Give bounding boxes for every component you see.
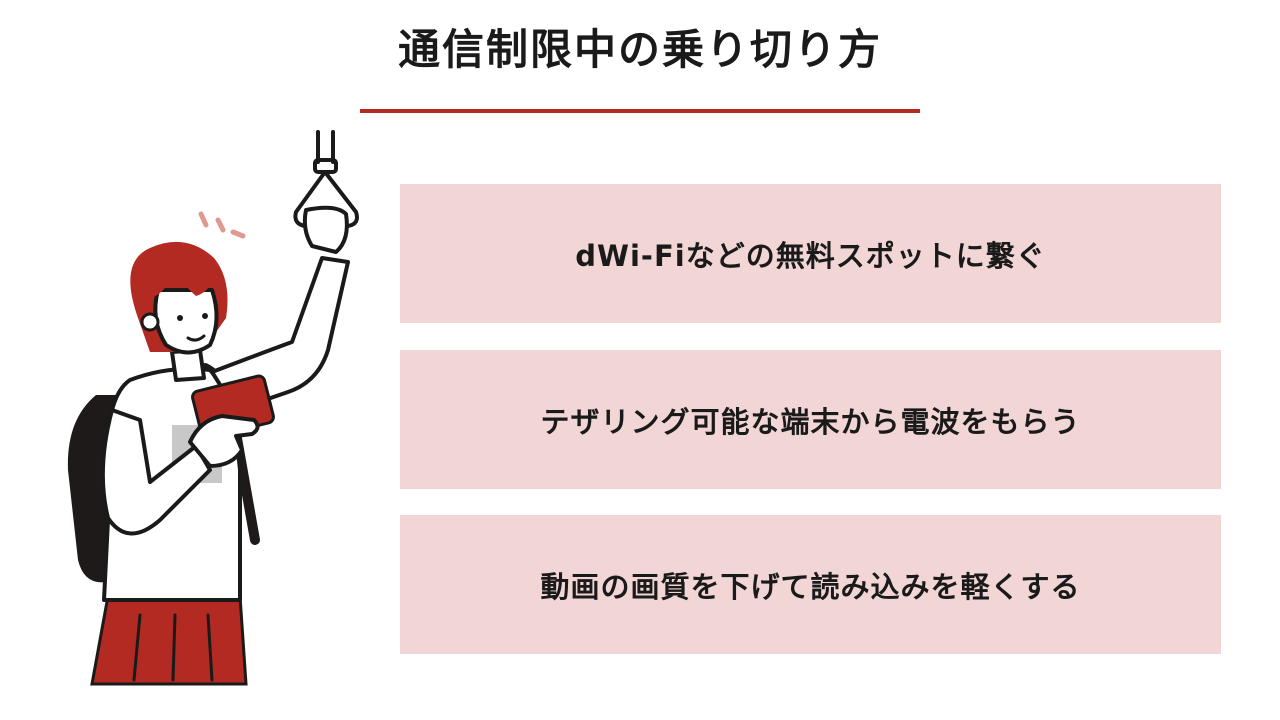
red-skirt [90, 594, 248, 686]
face [153, 288, 219, 355]
hand-on-strap [302, 205, 349, 254]
hand-holding-phone [188, 414, 260, 468]
page-title: 通信制限中の乗り切り方 [397, 25, 882, 74]
surprise-marks-icon [198, 211, 246, 239]
tip-card-tethering: テザリング可能な端末から電波をもらう [400, 350, 1221, 489]
tip-card-label: dWi-Fiなどの無料スポットに繋ぐ [575, 238, 1046, 273]
tip-card-free-wifi: dWi-Fiなどの無料スポットに繋ぐ [400, 184, 1221, 323]
tip-card-label: テザリング可能な端末から電波をもらう [540, 404, 1081, 439]
woman-on-train-illustration [67, 130, 359, 686]
eye-icon [177, 315, 183, 321]
raised-arm [210, 256, 350, 412]
eye-icon [202, 313, 208, 319]
tip-card-label: 動画の画質を下げて読み込みを軽くする [540, 569, 1081, 604]
title-underline [360, 109, 920, 113]
tip-card-lower-video-quality: 動画の画質を下げて読み込みを軽くする [400, 515, 1221, 654]
arm-holding-phone [100, 408, 212, 536]
